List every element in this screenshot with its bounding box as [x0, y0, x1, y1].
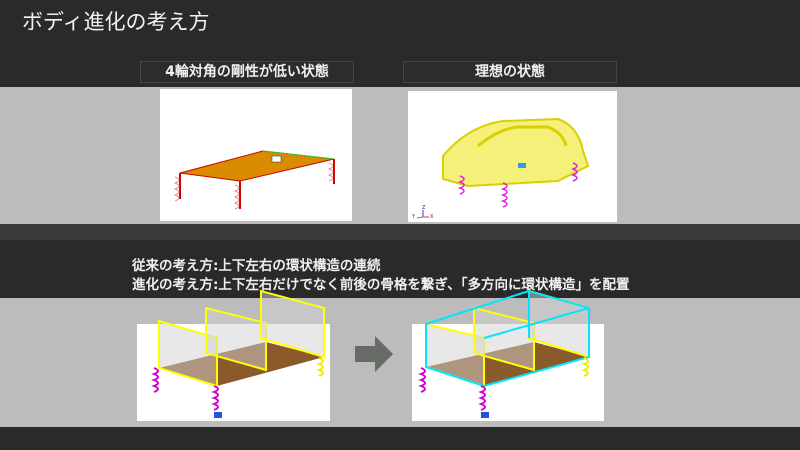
conventional-approach-text: 従来の考え方:上下左右の環状構造の連続: [132, 258, 381, 274]
axis-label-y: Y: [411, 214, 416, 220]
label-low-rigidity: 4輪対角の剛性が低い状態: [140, 61, 354, 83]
axis-label-z: Z: [422, 205, 426, 211]
conventional-structure-image: [137, 289, 330, 421]
plate-simulation-image: [160, 89, 352, 221]
evolved-structure-image: [412, 289, 604, 421]
top-panel: [0, 87, 800, 224]
evolved-approach-text: 進化の考え方:上下左右だけでなく前後の骨格を繋ぎ、「多方向に環状構造」を配置: [132, 277, 630, 293]
arrow-right-icon: [355, 336, 393, 372]
car-body-frame-image: Z Y X: [408, 91, 617, 222]
slide-title: ボディ進化の考え方: [22, 10, 210, 34]
axis-label-x: X: [430, 214, 434, 220]
bottom-panel: [0, 298, 800, 427]
label-ideal: 理想の状態: [403, 61, 617, 83]
divider-band: [0, 224, 800, 240]
